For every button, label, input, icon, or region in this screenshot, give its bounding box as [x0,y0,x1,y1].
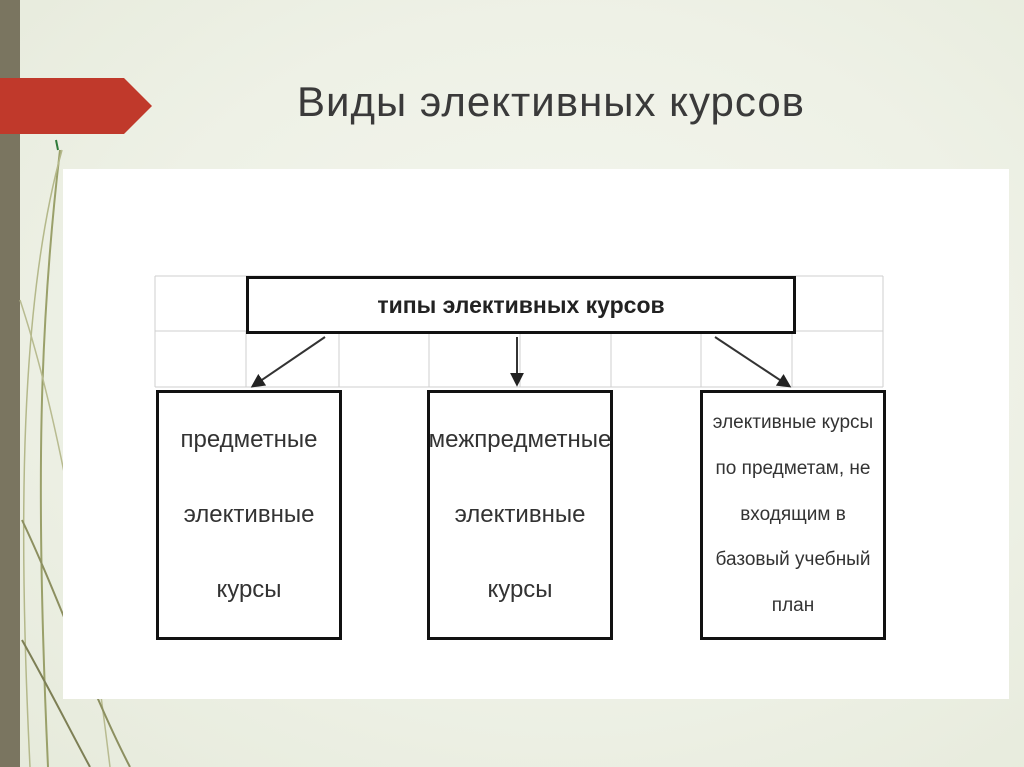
node-line: элективные курсы [712,412,874,434]
slide-title: Виды элективных курсов [297,78,805,125]
node-line: базовый учебный [715,549,871,571]
node-subject-courses: предметные элективные курсы [156,390,342,640]
node-line: элективные [183,500,315,528]
node-line: план [771,594,815,616]
title-accent-tab [0,78,152,134]
side-strip [0,0,20,767]
node-line: межпредметные [428,426,612,454]
arrow-left [250,336,326,388]
root-node: типы элективных курсов [246,276,796,334]
node-line: по предметам, не [715,457,871,479]
node-line: предметные [180,426,318,454]
diagram-panel: типы элективных курсов предметные электи… [63,169,1009,699]
connector-arrows [250,336,792,388]
node-line: элективные [454,500,586,528]
node-line: курсы [216,575,282,603]
node-interdisciplinary-courses: межпредметные элективные курсы [427,390,613,640]
arrow-right [714,336,792,388]
node-line: курсы [487,575,553,603]
node-non-core-subject-courses: элективные курсы по предметам, не входящ… [700,390,886,640]
root-node-label: типы элективных курсов [377,291,665,318]
node-line: входящим в [740,503,846,525]
